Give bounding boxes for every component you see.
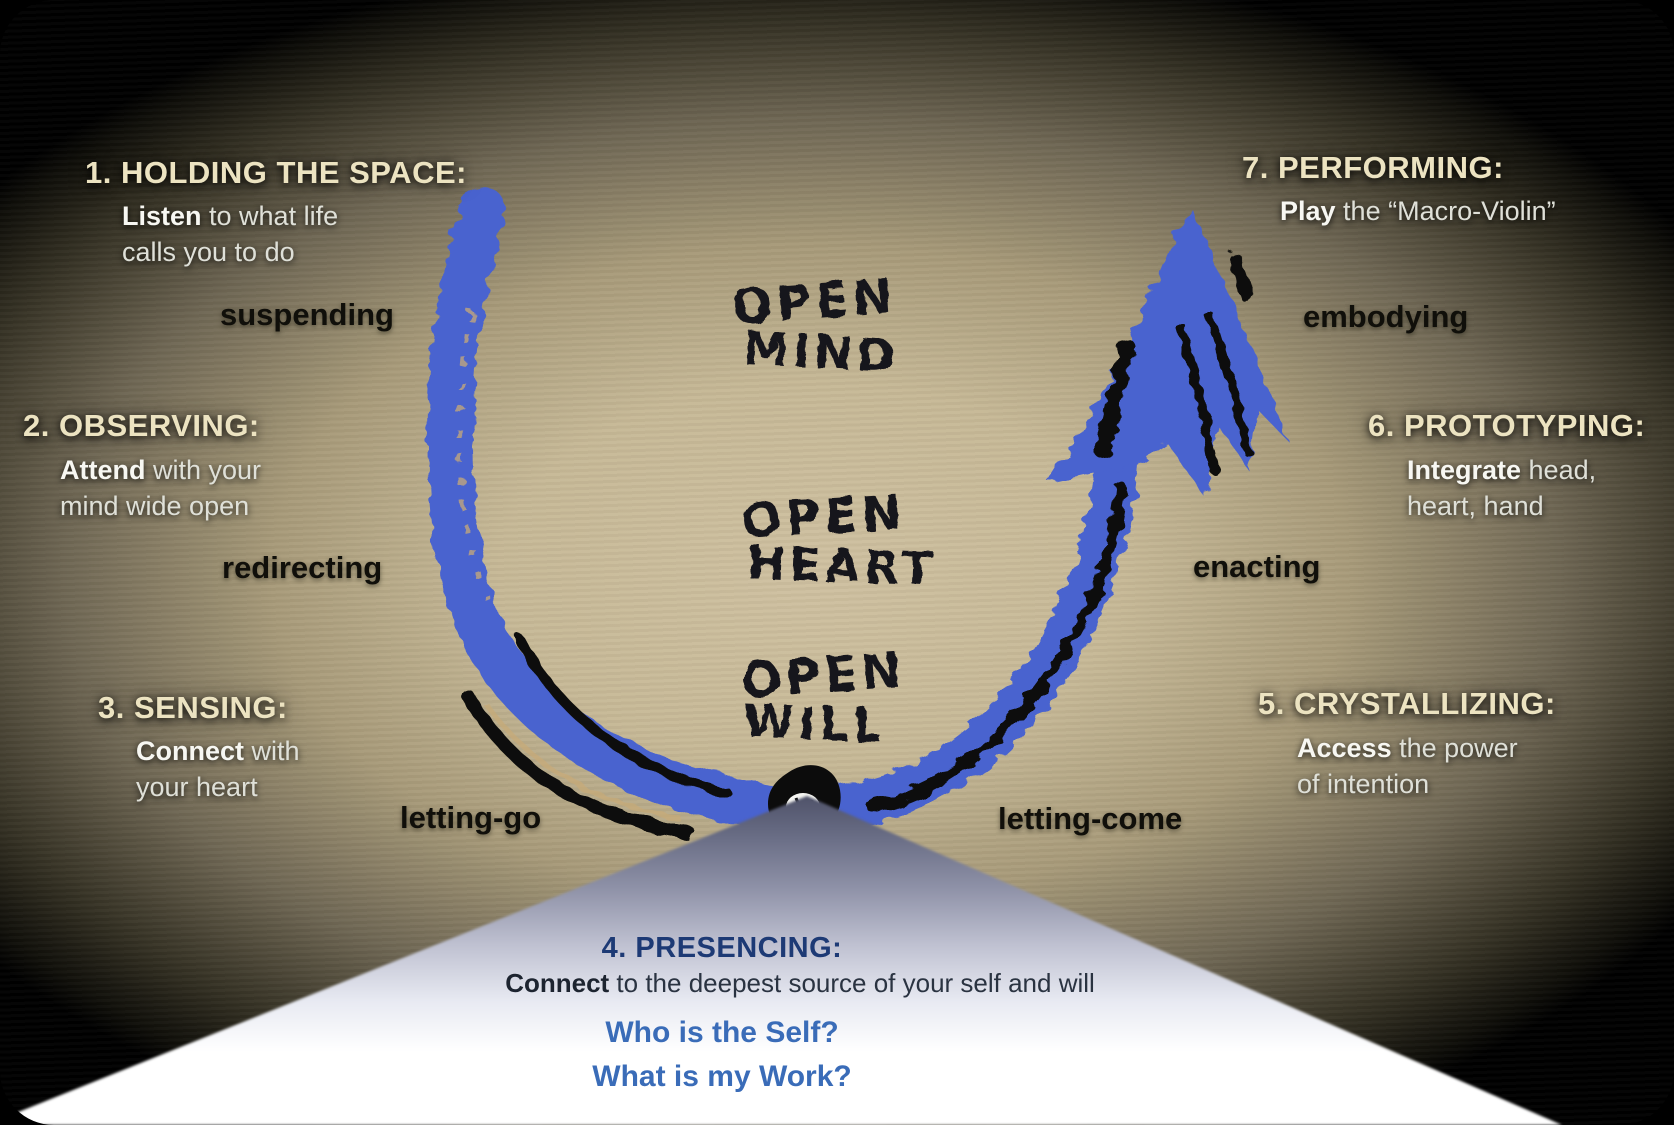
open-will-line2: WILL — [743, 695, 887, 754]
stage-3-heading: 3. SENSING: — [98, 690, 288, 725]
stage-6-rest: head, — [1521, 455, 1597, 485]
stage-1-rest: to what life — [201, 201, 339, 231]
transition-suspending: suspending — [220, 297, 394, 332]
stage-2-line2: mind wide open — [60, 491, 250, 521]
stage-1-heading: 1. HOLDING THE SPACE: — [85, 155, 467, 190]
u-left-shadow-outer — [461, 689, 695, 839]
stage-7-description: Play the “Macro-Violin” — [1280, 193, 1556, 229]
stage-6-lead: Integrate — [1407, 455, 1522, 485]
stage-3-rest: with — [244, 736, 300, 766]
stage-1-description: Listen to what life calls you to do — [122, 198, 338, 270]
arrowhead-shadow-wedge — [1095, 338, 1135, 460]
stage-7-rest: the “Macro-Violin” — [1335, 196, 1556, 226]
stage-5-heading: 5. CRYSTALLIZING: — [1258, 686, 1556, 721]
stage-2-lead: Attend — [60, 455, 146, 485]
u-left-shadow-inner — [515, 635, 731, 797]
stage-6-line2: heart, hand — [1407, 491, 1544, 521]
transition-letting-go: letting-go — [400, 800, 542, 835]
stage-2-heading: 2. OBSERVING: — [23, 408, 260, 443]
transition-enacting: enacting — [1193, 549, 1321, 584]
stage-6-description: Integrate head, heart, hand — [1407, 452, 1596, 524]
stage-4-rest: to the deepest source of your self and w… — [609, 968, 1095, 998]
u-left-tan-accent — [483, 702, 681, 821]
arrowhead-feather-gap-1 — [1177, 323, 1219, 475]
open-heart-line2: HEART — [746, 536, 938, 597]
stage-1-line2: calls you to do — [122, 237, 295, 267]
stage-5-description: Access the power of intention — [1297, 730, 1518, 802]
stage-3-description: Connect with your heart — [136, 733, 300, 805]
transition-embodying: embodying — [1303, 299, 1469, 334]
stage-2-description: Attend with your mind wide open — [60, 452, 261, 524]
question-what-is-my-work: What is my Work? — [592, 1060, 852, 1093]
open-mind-line1: OPEN — [730, 268, 898, 335]
stage-2-rest: with your — [145, 455, 262, 485]
stage-7-lead: Play — [1280, 196, 1336, 226]
open-mind-line2: MIND — [742, 321, 900, 383]
stage-6-heading: 6. PROTOTYPING: — [1368, 408, 1646, 443]
stage-1-lead: Listen — [122, 201, 202, 231]
stage-5-rest: the power — [1391, 733, 1518, 763]
stage-5-lead: Access — [1297, 733, 1392, 763]
arrowhead-feather-gap-2 — [1205, 311, 1253, 457]
transition-letting-come: letting-come — [998, 801, 1183, 836]
open-heart-line1: OPEN — [739, 485, 907, 550]
u-right-shadow — [866, 482, 1127, 812]
stage-4-lead: Connect — [505, 968, 610, 998]
open-levels-text: OPEN MIND OPEN HEART OPEN WILL — [730, 268, 938, 753]
stage-5-line2: of intention — [1297, 769, 1430, 799]
transition-redirecting: redirecting — [222, 550, 383, 585]
crayon-u-strokes — [426, 187, 1287, 839]
arrowhead-notch — [1227, 251, 1254, 303]
stage-3-lead: Connect — [136, 736, 244, 766]
open-will-line1: OPEN — [739, 642, 907, 709]
stage-3-line2: your heart — [136, 772, 258, 802]
stage-4-description: Connect to the deepest source of your se… — [505, 968, 1095, 999]
question-who-is-the-self: Who is the Self? — [605, 1016, 839, 1049]
stage-7-heading: 7. PERFORMING: — [1242, 150, 1504, 185]
stage-4-heading: 4. PRESENCING: — [601, 932, 843, 964]
u-left-stroke — [426, 187, 785, 829]
